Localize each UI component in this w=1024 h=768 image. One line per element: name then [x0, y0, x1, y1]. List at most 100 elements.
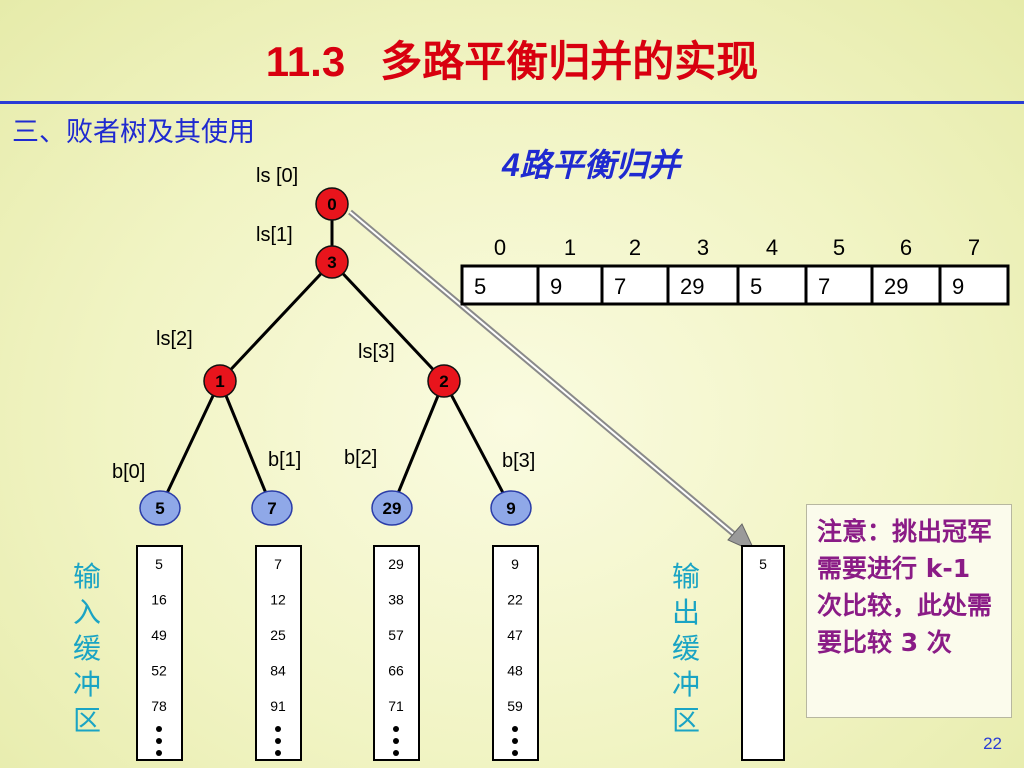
- pointer-label-ls2: ls[2]: [156, 328, 193, 350]
- pointer-label-ls3: ls[3]: [358, 341, 395, 363]
- title-divider: [0, 101, 1024, 104]
- diagram-heading: 4路平衡归并: [502, 147, 680, 183]
- leaf-node-ellipse: [139, 490, 181, 526]
- ellipsis-dot: [512, 750, 518, 756]
- tree-node-ls3: 2: [427, 364, 461, 398]
- output-buffer-label-char: 缓: [672, 632, 700, 665]
- output-arrow-highlight: [349, 211, 749, 547]
- ellipsis-dot: [275, 750, 281, 756]
- input-buffer-label-char: 入: [73, 596, 101, 629]
- pointer-label-b3: b[3]: [502, 450, 535, 472]
- input-buffer-label-char: 区: [73, 704, 101, 737]
- input-buffer-value: 71: [388, 698, 404, 714]
- array-index: 5: [833, 235, 845, 260]
- input-buffer-value: 5: [155, 556, 163, 572]
- input-buffer-value: 66: [388, 663, 404, 679]
- input-buffer-value: 59: [507, 698, 523, 714]
- input-buffer-3: 9 22 47 48 59: [492, 545, 539, 761]
- input-buffer-value: 84: [270, 663, 286, 679]
- leaf-node-value: 5: [155, 499, 164, 518]
- output-buffer-label-char: 出: [672, 596, 700, 629]
- tree-node-value: 0: [327, 195, 336, 214]
- ellipsis-dot: [156, 750, 162, 756]
- tree-node-circle: [315, 187, 349, 221]
- input-buffer-value: 29: [388, 556, 404, 572]
- array-cell-value: 9: [952, 274, 964, 299]
- leaf-node-ellipse: [251, 490, 293, 526]
- input-buffer-value: 57: [388, 627, 404, 643]
- ellipsis-dot: [512, 738, 518, 744]
- pointer-label-b0: b[0]: [112, 461, 145, 483]
- input-buffer-value: 16: [151, 592, 167, 608]
- array-index: 1: [564, 235, 576, 260]
- input-buffer-box: [492, 545, 539, 761]
- section-subtitle: 三、败者树及其使用: [12, 117, 255, 147]
- input-buffer-value: 48: [507, 663, 523, 679]
- array-index: 6: [900, 235, 912, 260]
- input-buffer-value: 47: [507, 627, 523, 643]
- input-buffer-value: 9: [511, 556, 519, 572]
- array-index: 0: [494, 235, 506, 260]
- input-buffer-value: 52: [151, 663, 167, 679]
- tree-node-value: 1: [215, 372, 224, 391]
- array-index: 2: [629, 235, 641, 260]
- array-cell-value: 5: [474, 274, 486, 299]
- array-cell-value: 29: [884, 274, 908, 299]
- input-buffer-label-char: 冲: [73, 668, 101, 701]
- leaf-node-value: 29: [383, 499, 402, 518]
- note-box: 注意：挑出冠军需要进行 k-1 次比较，此处需要比较 3 次: [806, 504, 1012, 718]
- ellipsis-dot: [393, 750, 399, 756]
- array-cell-value: 5: [750, 274, 762, 299]
- input-buffer-value: 7: [274, 556, 282, 572]
- ellipsis-dot: [275, 726, 281, 732]
- ellipsis-dot: [156, 726, 162, 732]
- input-buffer-value: 49: [151, 627, 167, 643]
- input-buffer-value: 12: [270, 592, 286, 608]
- input-buffer-box: [373, 545, 420, 761]
- page-number: 22: [983, 734, 1002, 753]
- output-buffer-label-char: 输: [672, 560, 700, 593]
- array-cell-value: 7: [818, 274, 830, 299]
- input-buffer-value: 38: [388, 592, 404, 608]
- tree-node-value: 2: [439, 372, 448, 391]
- tree-edge-ls1-ls3: [330, 260, 446, 383]
- input-buffer-2: 29 38 57 66 71: [373, 545, 420, 761]
- input-buffer-value: 25: [270, 627, 286, 643]
- tree-edge-ls3-b2: [390, 380, 446, 509]
- tree-node-circle: [427, 364, 461, 398]
- pointer-label-b2: b[2]: [344, 447, 377, 469]
- tree-node-ls2: 1: [203, 364, 237, 398]
- page-title: 11.3 多路平衡归并的实现: [265, 38, 759, 85]
- output-buffer-label-char: 区: [672, 704, 700, 737]
- array-index: 4: [766, 235, 778, 260]
- ellipsis-dot: [393, 738, 399, 744]
- tree-node-ls0: 0: [315, 187, 349, 221]
- leaf-node-b0: 5: [139, 490, 181, 526]
- pointer-label-ls0: ls [0]: [256, 165, 298, 187]
- array-cell-value: 29: [680, 274, 704, 299]
- output-buffer-box: [741, 545, 785, 761]
- tree-node-circle: [315, 245, 349, 279]
- ellipsis-dot: [156, 738, 162, 744]
- leaf-node-b3: 9: [490, 490, 532, 526]
- input-buffer-value: 22: [507, 592, 523, 608]
- array-cell-value: 7: [614, 274, 626, 299]
- ellipsis-dot: [275, 738, 281, 744]
- tree-edge-ls2-b0: [158, 380, 222, 509]
- tree-edge-ls3-b3: [442, 380, 513, 509]
- input-buffer-label-char: 缓: [73, 632, 101, 665]
- input-buffer-box: [136, 545, 183, 761]
- tree-edge-ls2-b1: [218, 380, 274, 509]
- output-buffer-label-char: 冲: [672, 668, 700, 701]
- array-index: 7: [968, 235, 980, 260]
- tree-node-ls1: 3: [315, 245, 349, 279]
- leaf-node-value: 9: [506, 499, 515, 518]
- leaf-node-ellipse: [371, 490, 413, 526]
- input-buffer-box: [255, 545, 302, 761]
- tree-node-circle: [203, 364, 237, 398]
